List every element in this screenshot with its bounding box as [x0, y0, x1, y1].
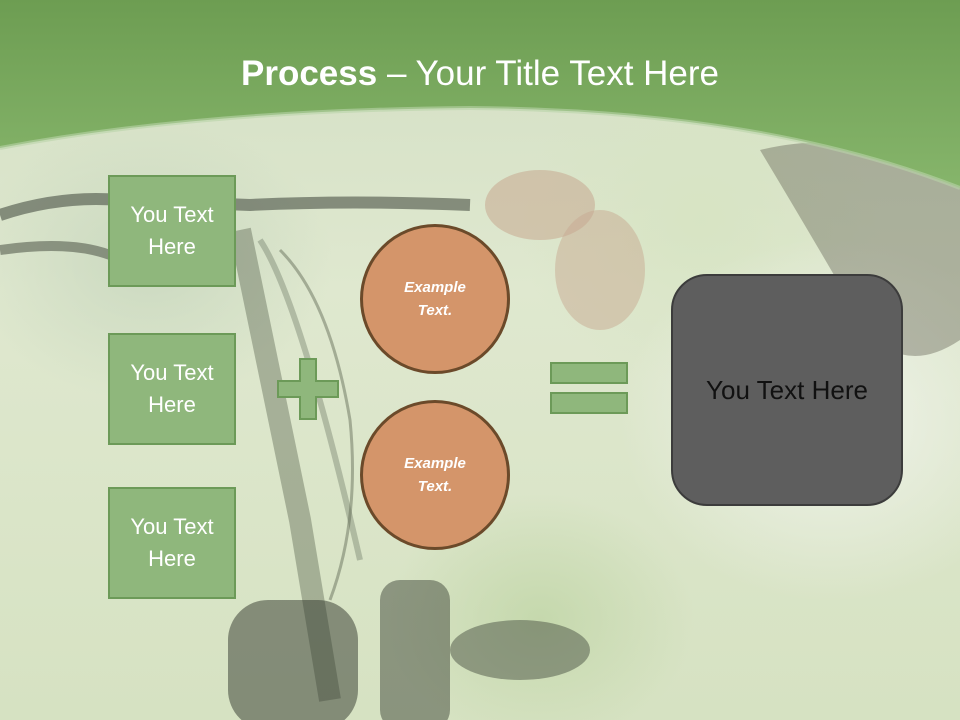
input-box-2-label: You Text Here — [130, 360, 214, 417]
input-box-1-label: You Text Here — [130, 202, 214, 259]
slide-title: Process – Your Title Text Here — [0, 52, 960, 96]
result-box-label: You Text Here — [706, 375, 868, 405]
result-box[interactable]: You Text Here — [671, 274, 903, 506]
input-box-3-label: You Text Here — [130, 514, 214, 571]
title-band — [0, 0, 960, 190]
example-circle-1-label: Example Text. — [404, 279, 466, 319]
example-circle-1[interactable]: Example Text. — [360, 224, 510, 374]
example-circle-2[interactable]: Example Text. — [360, 400, 510, 550]
input-box-1[interactable]: You Text Here — [108, 175, 236, 287]
equals-icon — [550, 362, 628, 414]
input-box-2[interactable]: You Text Here — [108, 333, 236, 445]
input-box-3[interactable]: You Text Here — [108, 487, 236, 599]
plus-icon — [277, 358, 339, 420]
title-bold: Process — [241, 54, 378, 93]
title-rest: – Your Title Text Here — [377, 54, 719, 93]
example-circle-2-label: Example Text. — [404, 455, 466, 495]
